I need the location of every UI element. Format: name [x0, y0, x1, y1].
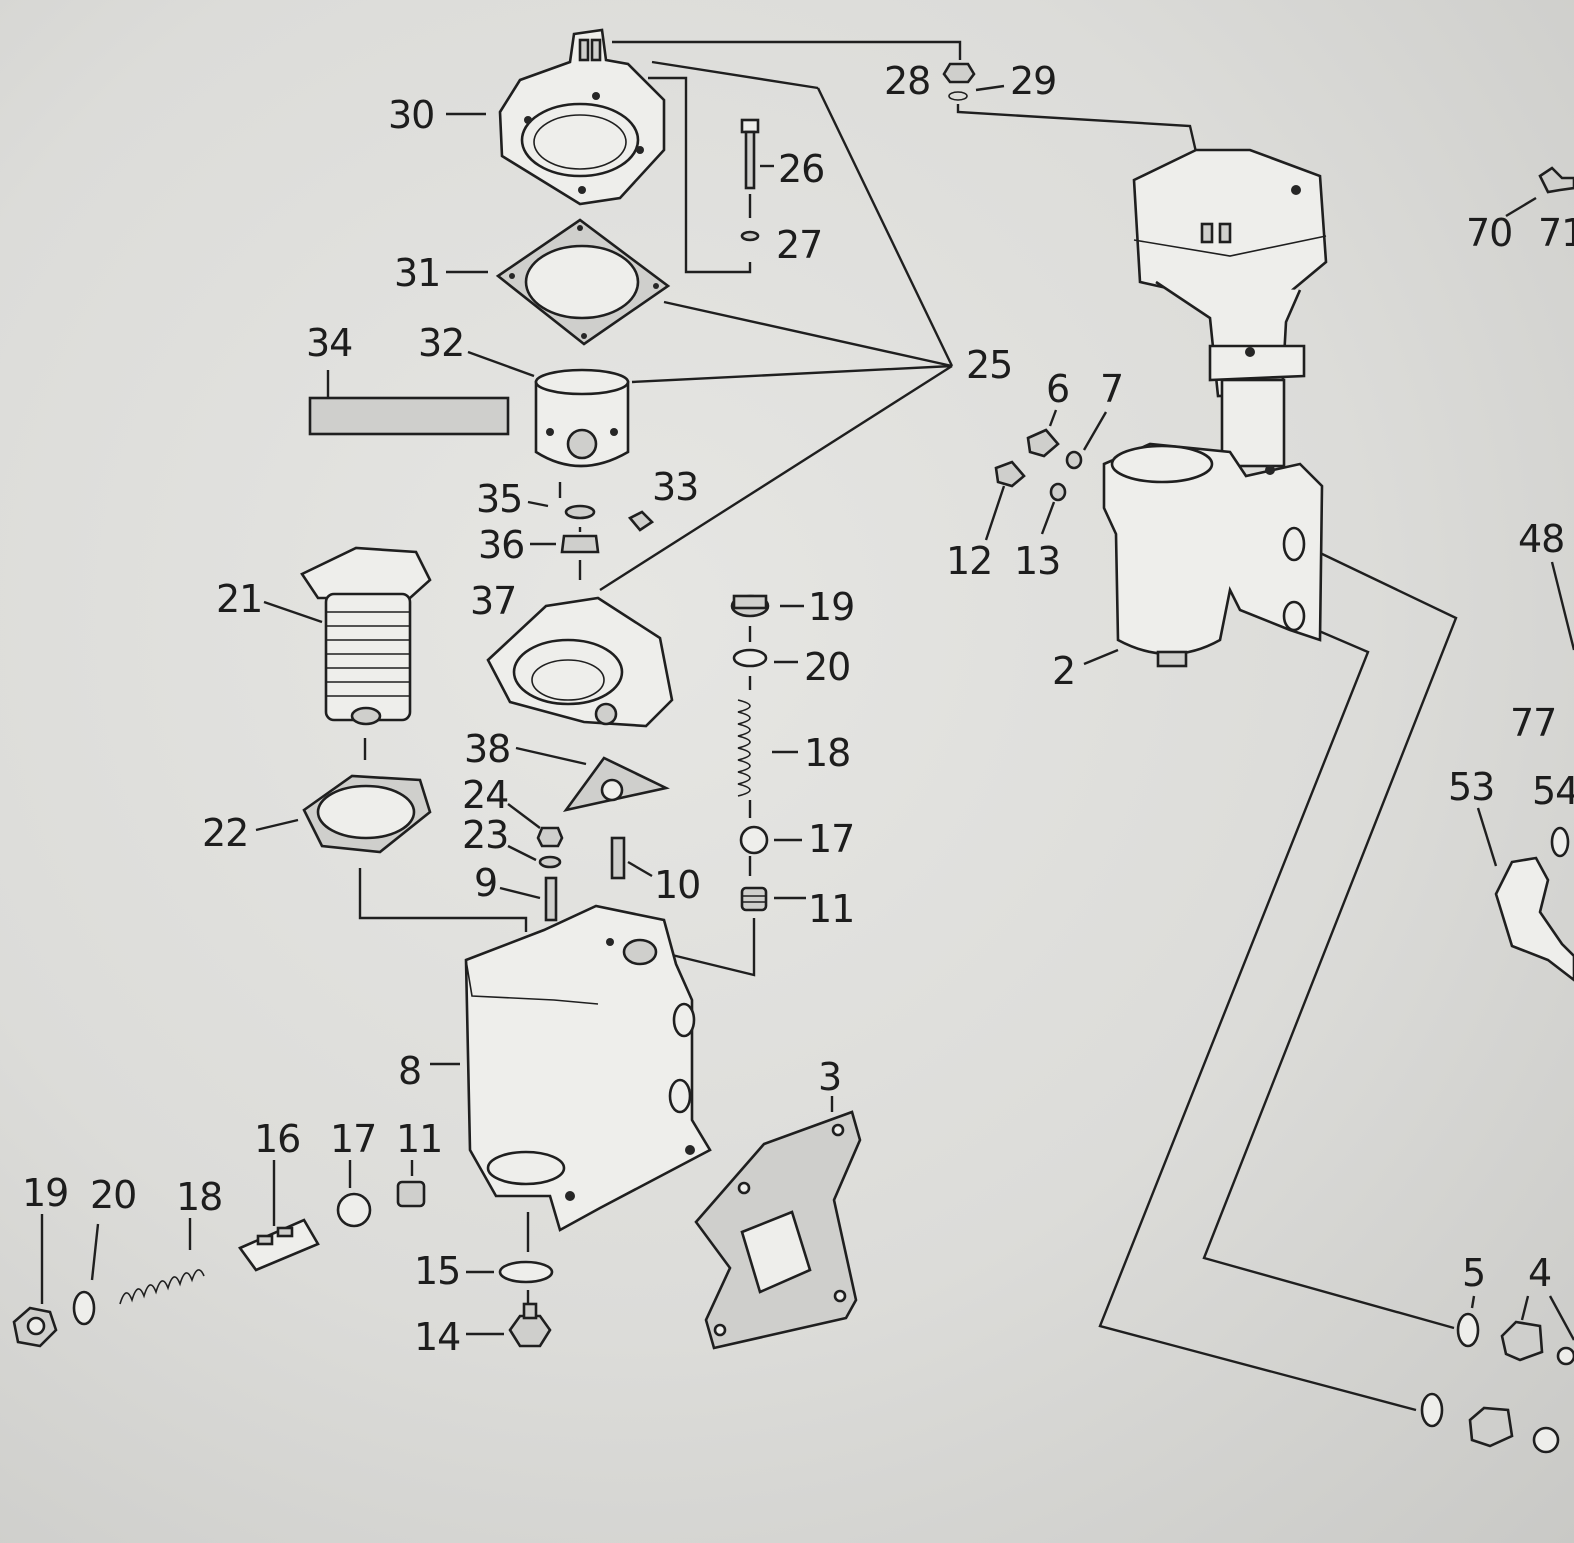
- label-28: 28: [884, 59, 930, 103]
- part-5-washer: [1456, 1312, 1480, 1348]
- label-30: 30: [388, 93, 434, 137]
- part-28-nut: [942, 62, 976, 84]
- label-32: 32: [418, 321, 464, 365]
- part-38-gasket: [562, 756, 670, 813]
- part-9-stud: [544, 876, 558, 922]
- label-18-upper: 18: [804, 731, 850, 775]
- part-33-screw: [627, 510, 655, 532]
- part-19-cap: [730, 594, 770, 618]
- label-17-lower: 17: [330, 1117, 376, 1161]
- part-22-gasket: [302, 774, 432, 854]
- label-22: 22: [202, 811, 248, 855]
- label-35: 35: [476, 477, 522, 521]
- label-54: 54: [1532, 769, 1574, 813]
- part-10-stud: [610, 836, 626, 880]
- label-24: 24: [462, 773, 508, 817]
- part-29-washer: [948, 91, 968, 101]
- label-27: 27: [776, 223, 822, 267]
- label-10: 10: [654, 863, 700, 907]
- part-5-washer-lower: [1420, 1392, 1444, 1428]
- part-36-nut: [560, 534, 600, 554]
- label-6: 6: [1046, 367, 1069, 411]
- part-27-washer: [740, 230, 760, 242]
- label-19-upper: 19: [808, 585, 854, 629]
- label-20-lower: 20: [90, 1173, 136, 1217]
- part-23-washer: [538, 855, 562, 869]
- label-9: 9: [474, 861, 497, 905]
- part-6-bolt: [1026, 428, 1060, 458]
- part-16-piston: [237, 1218, 320, 1272]
- part-18-spring-bottom: [119, 1269, 205, 1305]
- label-77: 77: [1510, 701, 1556, 745]
- label-25: 25: [966, 343, 1012, 387]
- part-7-washer: [1065, 450, 1083, 470]
- label-36: 36: [478, 523, 524, 567]
- part-4-banjo-bolt: [1500, 1320, 1574, 1366]
- label-17-upper: 17: [808, 817, 854, 861]
- part-11-seat-bottom: [396, 1180, 426, 1208]
- label-70: 70: [1466, 211, 1512, 255]
- label-15: 15: [414, 1249, 460, 1293]
- part-19-plug: [12, 1306, 58, 1348]
- label-4: 4: [1528, 1251, 1551, 1295]
- part-13-washer: [1049, 482, 1067, 502]
- part-26-bolt: [740, 118, 760, 190]
- part-15-washer: [498, 1260, 554, 1284]
- label-19-lower: 19: [22, 1171, 68, 1215]
- label-53: 53: [1448, 765, 1494, 809]
- part-37-housing: [486, 596, 674, 728]
- part-17-ball: [739, 825, 769, 855]
- label-13: 13: [1014, 539, 1060, 583]
- label-11-upper: 11: [808, 887, 854, 931]
- part-32-cup: [534, 368, 630, 468]
- part-20-washer-bottom: [72, 1290, 96, 1326]
- label-5: 5: [1462, 1251, 1485, 1295]
- part-70-fitting: [1538, 166, 1574, 194]
- label-37: 37: [470, 579, 516, 623]
- label-33: 33: [652, 465, 698, 509]
- label-29: 29: [1010, 59, 1056, 103]
- part-14-drain-plug: [508, 1302, 552, 1348]
- label-26: 26: [778, 147, 824, 191]
- part-18-spring: [737, 699, 751, 797]
- part-4-banjo-bolt-lower: [1468, 1406, 1560, 1454]
- label-18-lower: 18: [176, 1175, 222, 1219]
- label-71: 71: [1538, 211, 1574, 255]
- label-11-lower: 11: [396, 1117, 442, 1161]
- part-34-filter-strip: [308, 396, 510, 436]
- label-34: 34: [306, 321, 352, 365]
- part-30-cover: [498, 28, 666, 206]
- label-2: 2: [1052, 649, 1075, 693]
- part-24-nut: [536, 826, 564, 848]
- part-20-washer: [732, 648, 768, 668]
- part-2-pump-assembly: [1102, 148, 1328, 668]
- part-54-washer: [1550, 826, 1570, 858]
- part-53-elbow: [1494, 856, 1574, 982]
- label-23: 23: [462, 813, 508, 857]
- part-17-ball-bottom: [336, 1192, 372, 1228]
- label-8: 8: [398, 1049, 421, 1093]
- part-21-bellows: [300, 546, 432, 726]
- leader-lines: [358, 40, 1458, 1412]
- part-11-seat: [740, 886, 768, 912]
- label-38: 38: [464, 727, 510, 771]
- part-8-pump-body: [464, 904, 712, 1232]
- label-7: 7: [1100, 367, 1123, 411]
- label-16: 16: [254, 1117, 300, 1161]
- label-21: 21: [216, 577, 262, 621]
- label-20-upper: 20: [804, 645, 850, 689]
- label-12: 12: [946, 539, 992, 583]
- part-12-bolt: [994, 460, 1026, 488]
- part-31-gasket: [495, 218, 671, 346]
- label-3: 3: [818, 1055, 841, 1099]
- part-35-washer: [564, 504, 596, 520]
- callout-labels: 30 31 34 32 35 36 33 21 37 22 38 24 23 9…: [22, 59, 1574, 1359]
- label-31: 31: [394, 251, 440, 295]
- label-14: 14: [414, 1315, 460, 1359]
- part-3-gasket: [694, 1110, 862, 1350]
- label-48: 48: [1518, 517, 1564, 561]
